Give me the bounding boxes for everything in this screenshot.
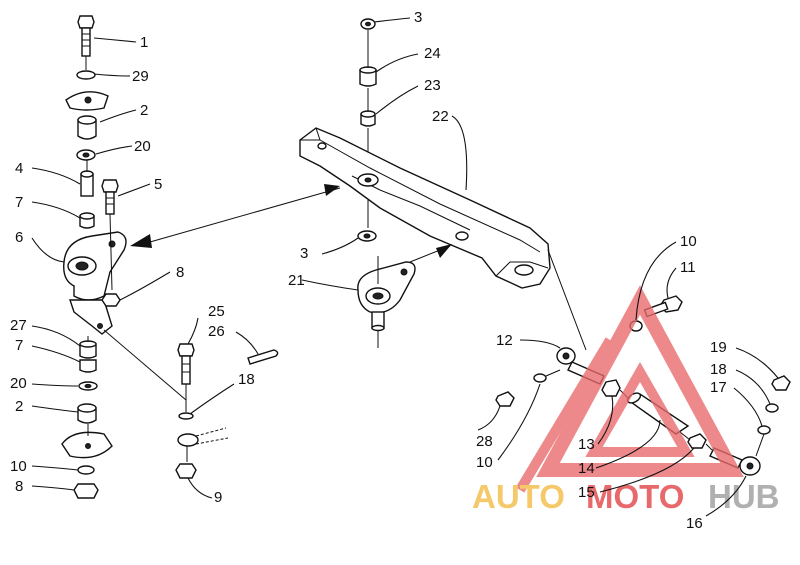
callout-18-right: 18 bbox=[710, 361, 727, 378]
engine-mount-6 bbox=[63, 231, 127, 335]
callout-6: 6 bbox=[15, 229, 23, 246]
callout-26: 26 bbox=[208, 323, 225, 340]
assembly-arrows bbox=[130, 184, 587, 351]
callout-17: 17 bbox=[710, 379, 727, 396]
watermark-moto: MOTO bbox=[586, 478, 684, 515]
bolt-25-head bbox=[177, 343, 195, 357]
callout-7-lower: 7 bbox=[15, 337, 23, 354]
callout-19: 19 bbox=[710, 339, 727, 356]
bolt-1 bbox=[77, 15, 95, 57]
watermark-logo bbox=[515, 285, 744, 493]
jam-nut-15 bbox=[687, 433, 707, 449]
washer-10-lower-right bbox=[533, 373, 547, 383]
callout-13: 13 bbox=[578, 436, 595, 453]
jam-nut-13 bbox=[601, 379, 621, 397]
nut-8-upper bbox=[101, 293, 121, 307]
callout-29: 29 bbox=[132, 68, 149, 85]
nut-19 bbox=[771, 375, 791, 391]
callout-12: 12 bbox=[496, 332, 513, 349]
callout-11: 11 bbox=[680, 259, 696, 276]
callout-20-upper: 20 bbox=[134, 138, 151, 155]
guide-line-right bbox=[547, 249, 587, 351]
bushing-2-upper bbox=[77, 119, 97, 140]
leader-lines bbox=[31, 17, 779, 517]
callout-10-lower-right: 10 bbox=[476, 454, 493, 471]
callout-7-upper: 7 bbox=[15, 194, 23, 211]
watermark-triangle-inner bbox=[585, 361, 695, 457]
callout-9: 9 bbox=[214, 489, 222, 506]
callout-25: 25 bbox=[208, 303, 225, 320]
bushing-7-lower bbox=[79, 359, 97, 373]
callout-24: 24 bbox=[424, 45, 441, 62]
left-assembly bbox=[61, 15, 127, 499]
callout-1: 1 bbox=[140, 34, 148, 51]
washer-29 bbox=[76, 70, 96, 80]
callout-16: 16 bbox=[686, 515, 703, 532]
washer-10-left bbox=[77, 465, 95, 475]
watermark-hub: HUB bbox=[708, 478, 780, 515]
nut-8-lower bbox=[73, 483, 99, 499]
steering-arm-22 bbox=[299, 127, 551, 289]
washer-17 bbox=[757, 425, 771, 435]
bracket-21 bbox=[357, 256, 416, 348]
callout-20-lower: 20 bbox=[10, 375, 27, 392]
callout-8-upper: 8 bbox=[176, 264, 184, 281]
callout-5: 5 bbox=[154, 176, 162, 193]
cotter-pin-26 bbox=[247, 349, 279, 365]
callout-3-top: 3 bbox=[414, 9, 422, 26]
callout-18-mid: 18 bbox=[238, 371, 255, 388]
center-stack bbox=[357, 18, 377, 242]
callout-10-right: 10 bbox=[680, 233, 697, 250]
watermark-triangle-outer bbox=[536, 285, 744, 477]
callout-8-lower: 8 bbox=[15, 478, 23, 495]
callout-22: 22 bbox=[432, 108, 449, 125]
callout-2-upper: 2 bbox=[140, 102, 148, 119]
guide-line-left bbox=[103, 329, 187, 401]
bolt-25 bbox=[181, 355, 191, 385]
callout-21: 21 bbox=[288, 272, 305, 289]
spacer-24 bbox=[359, 69, 377, 87]
callout-27: 27 bbox=[10, 317, 27, 334]
bolt-5 bbox=[101, 179, 119, 215]
middle-hardware bbox=[175, 343, 279, 479]
callout-numbers: 1 29 2 20 4 5 7 6 8 27 7 20 2 10 8 25 26… bbox=[10, 9, 727, 532]
callout-10-left: 10 bbox=[10, 458, 27, 475]
watermark-auto: AUTO bbox=[472, 478, 565, 515]
washer-18-mid bbox=[178, 412, 194, 420]
nut-28 bbox=[495, 391, 515, 407]
callout-3-bottom: 3 bbox=[300, 245, 308, 262]
callout-4: 4 bbox=[15, 160, 23, 177]
bushing-27 bbox=[79, 343, 97, 359]
nut-9 bbox=[175, 463, 197, 479]
rod-end-mid bbox=[177, 433, 199, 447]
washer-18-right bbox=[765, 403, 779, 413]
arrow-head-left bbox=[130, 234, 152, 248]
arrow-head-right bbox=[324, 184, 340, 196]
callout-2-lower: 2 bbox=[15, 398, 23, 415]
arrow-head-21 bbox=[436, 244, 452, 258]
callout-15: 15 bbox=[578, 484, 595, 501]
callout-14: 14 bbox=[578, 460, 595, 477]
callout-23: 23 bbox=[424, 77, 441, 94]
callout-28: 28 bbox=[476, 433, 493, 450]
